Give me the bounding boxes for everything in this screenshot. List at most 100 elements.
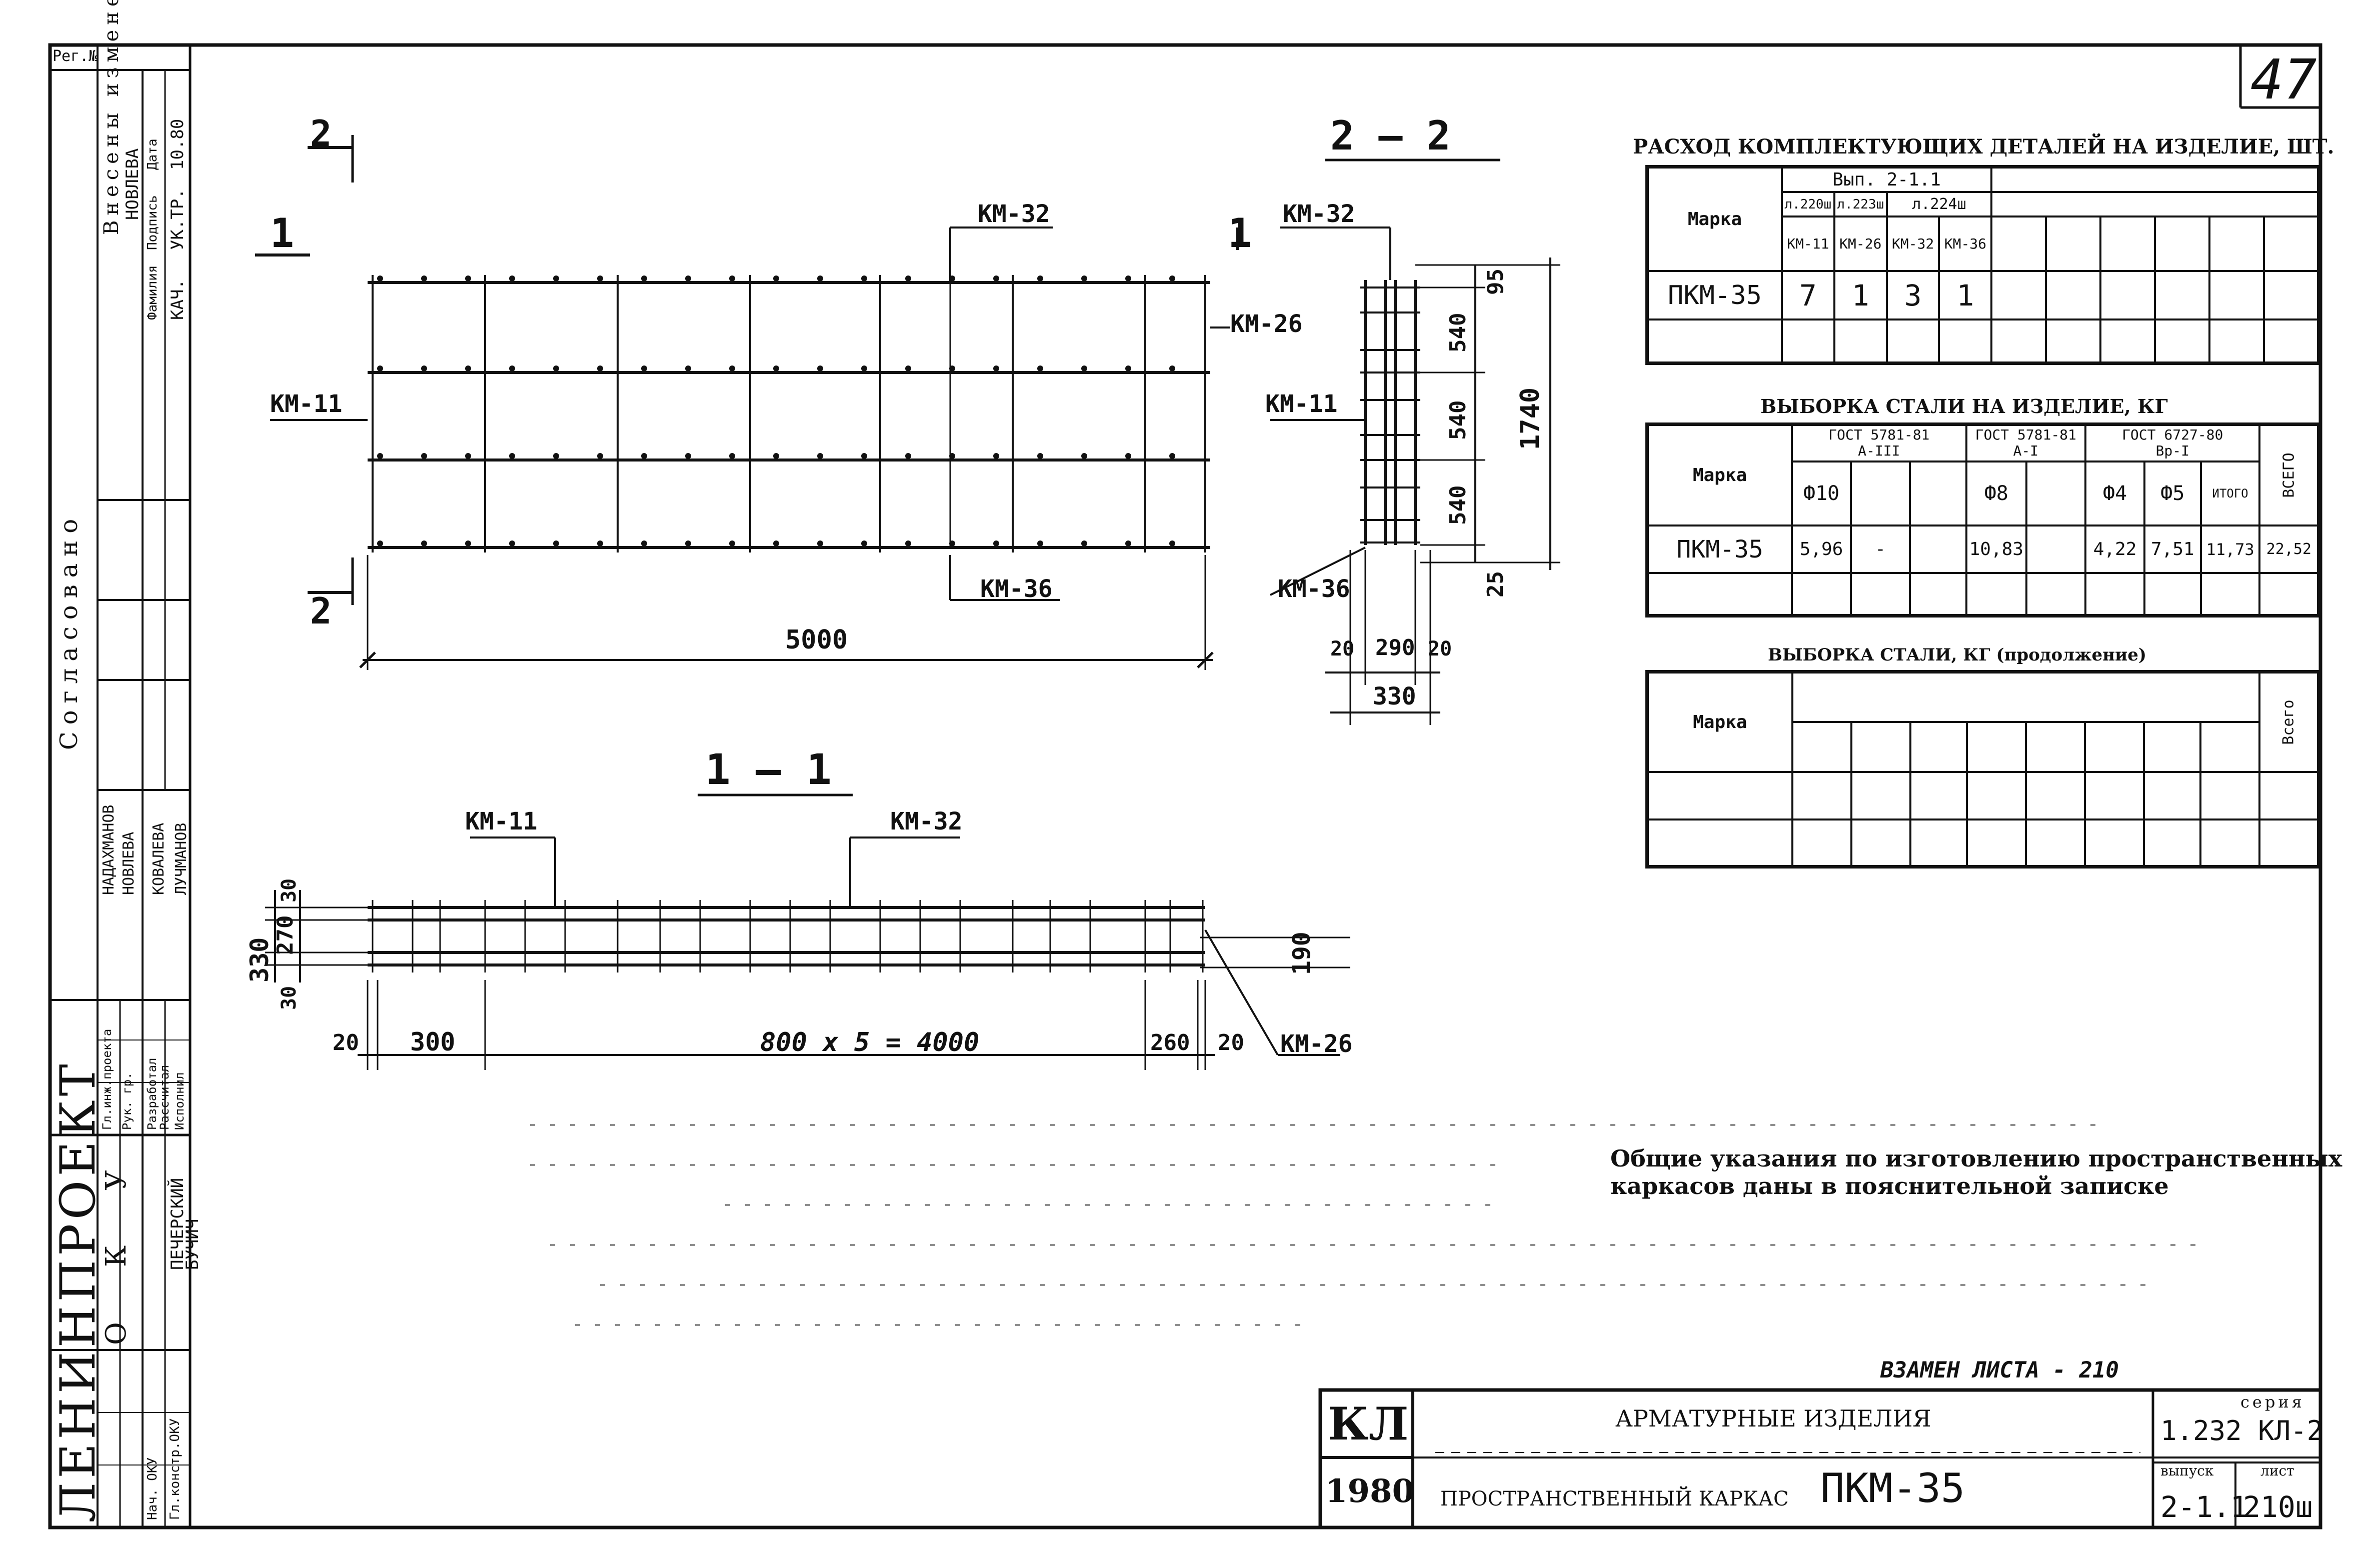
table1-col-km32: КМ-32: [1885, 215, 1940, 272]
rebar-dot: [641, 276, 647, 282]
table3-steel-cont: Марка Всего: [1645, 670, 2320, 868]
rebar-dot: [1169, 453, 1175, 459]
rebar-dot: [905, 540, 911, 546]
changes-date: 10.80: [168, 118, 188, 170]
table2-gost1: ГОСТ 5781-81 А-III: [1791, 423, 1967, 462]
sheet-number: 47: [2250, 48, 2317, 112]
table2-total-header: ВСЕГО: [2258, 423, 2320, 526]
rebar-dot: [1125, 366, 1131, 372]
rebar-dot: [465, 540, 471, 546]
table2-gost2: ГОСТ 5781-81 А-I: [1965, 423, 2086, 462]
title-issue: 2-1.1: [2160, 1490, 2248, 1524]
rebar-dot: [685, 540, 691, 546]
plan-length-dim: 5000: [785, 625, 848, 655]
table2-col-f10: Ф10: [1791, 460, 1852, 526]
rebar-dot: [817, 540, 823, 546]
table2-gost2-name: ГОСТ 5781-81: [1975, 426, 2076, 444]
rebar-dot: [553, 276, 559, 282]
rebar-dot: [1169, 366, 1175, 372]
table3-total-header-text: Всего: [2280, 700, 2298, 745]
table1-title: РАСХОД КОМПЛЕКТУЮЩИХ ДЕТАЛЕЙ НА ИЗДЕЛИЕ,…: [1633, 135, 2334, 158]
table2-col-f4: Ф4: [2084, 460, 2145, 526]
rebar-dot: [421, 453, 427, 459]
section-1-1-dim-270: 270: [273, 915, 298, 955]
table1-group: Вып. 2-1.1: [1780, 166, 1993, 194]
rebar-dot: [641, 453, 647, 459]
name-nadakhmanov: НАДАХМАНОВ: [100, 804, 118, 895]
rebar-dot: [1081, 366, 1087, 372]
table1-sheet-223: л.223ш: [1833, 191, 1888, 218]
table1-mark-header: Марка: [1646, 166, 1783, 272]
table1-sheet-224: л.224ш: [1885, 191, 1993, 218]
rebar-dot: [421, 276, 427, 282]
replaces-sheet: ВЗАМЕН ЛИСТА - 210: [1880, 1358, 2119, 1383]
table2-val-itogo: 11,73: [2199, 524, 2261, 574]
table1-val-km11: 7: [1780, 270, 1835, 321]
table1-val-km26: 1: [1833, 270, 1888, 321]
table2-gost3-name: ГОСТ 6727-80: [2122, 426, 2223, 444]
rebar-dot: [1169, 540, 1175, 546]
rebar-dot: [377, 366, 383, 372]
title-product: ПКМ-35: [1820, 1465, 1965, 1512]
table1-val-km36: 1: [1938, 270, 1993, 321]
rebar-dot: [597, 540, 603, 546]
name-novleva: НОВЛЕВА: [120, 832, 138, 895]
table2-class2: А-I: [2013, 442, 2039, 460]
table2-title: ВЫБОРКА СТАЛИ НА ИЗДЕЛИЕ, КГ: [1760, 395, 2168, 418]
role-nach-oku: Нач. ОКУ: [145, 1457, 160, 1520]
rebar-dot: [1081, 453, 1087, 459]
role-rasschit: Рассчитал: [158, 1064, 172, 1130]
title-year: 1980: [1325, 1472, 1415, 1510]
approved-label: Согласовано: [55, 512, 83, 750]
rebar-dot: [729, 366, 735, 372]
section-1-1-dim-260: 260: [1150, 1030, 1190, 1056]
rebar-dot: [553, 453, 559, 459]
rebar-dot: [509, 540, 515, 546]
rebar-dot: [993, 453, 999, 459]
table1-col-km36: КМ-36: [1938, 215, 1993, 272]
rebar-dot: [817, 366, 823, 372]
section-2-2-dim-540a: 540: [1445, 312, 1471, 352]
section-2-2-km32: КМ-32: [1283, 200, 1355, 228]
rebar-dot: [1081, 276, 1087, 282]
table2-val-f10: 5,96: [1791, 524, 1852, 574]
rebar-dot: [1037, 540, 1043, 546]
changes-header: Внесены изменения: [100, 0, 123, 235]
rebar-dot: [817, 453, 823, 459]
name-buchich: БУЧИЧ: [183, 1218, 203, 1270]
rebar-dot: [1125, 540, 1131, 546]
plan-section-1: 1: [270, 210, 295, 256]
section-1-1-dim-330: 330: [245, 937, 274, 982]
rebar-dot: [861, 276, 867, 282]
rebar-dot: [729, 453, 735, 459]
section-1-1-dim-300: 300: [410, 1028, 456, 1056]
rebar-dot: [773, 453, 779, 459]
rebar-dot: [421, 540, 427, 546]
rebar-dot: [553, 540, 559, 546]
table2-class1: А-III: [1858, 442, 1900, 460]
role-gl-konstr: Гл.констр.ОКУ: [168, 1418, 183, 1520]
section-1-1-km26: КМ-26: [1280, 1030, 1353, 1058]
rebar-dot: [993, 366, 999, 372]
rebar-dot: [553, 366, 559, 372]
table2-steel: Марка ГОСТ 5781-81 А-III ГОСТ 5781-81 А-…: [1645, 422, 2320, 618]
title-issue-label: выпуск: [2160, 1462, 2214, 1479]
plan-label-km26: КМ-26: [1230, 310, 1303, 338]
plan-section-2-top: 2: [310, 112, 332, 154]
section-2-2-km36: КМ-36: [1278, 575, 1350, 603]
rebar-dot: [377, 453, 383, 459]
table3-mark-header: Марка: [1646, 670, 1793, 773]
section-1-1-dim-30a: 30: [278, 878, 301, 902]
title-sheet: 210ш: [2243, 1490, 2313, 1524]
notes-line2: каркасов даны в пояснительной записке: [1610, 1172, 2169, 1200]
rebar-dot: [949, 366, 955, 372]
table2-val-f5: 7,51: [2143, 524, 2202, 574]
rebar-dot: [817, 276, 823, 282]
role-razrab: Разработал: [145, 1058, 159, 1130]
role-ruk-gr: Рук. гр.: [120, 1072, 134, 1130]
table2-val-f4: 4,22: [2084, 524, 2145, 574]
table2-gost3: ГОСТ 6727-80 Вр-I: [2084, 423, 2261, 462]
section-1-1-dim-4000: 800 x 5 = 4000: [760, 1028, 980, 1058]
table2-col-f5: Ф5: [2143, 460, 2202, 526]
